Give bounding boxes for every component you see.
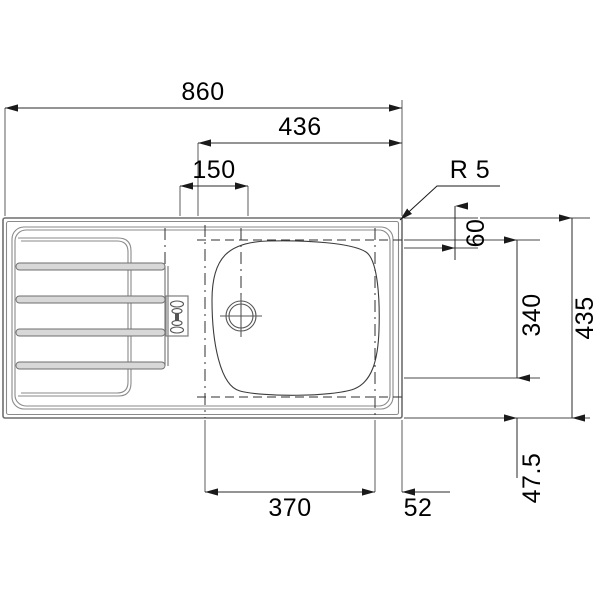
- bowl-drain-group: [220, 295, 262, 337]
- radius-leader-line: [399, 185, 500, 221]
- overflow-strainer-detail: [165, 295, 189, 337]
- drainer-rib: [15, 262, 166, 271]
- drainer-rib: [15, 361, 166, 370]
- sink-outer-edge: [2, 217, 403, 419]
- dimension-label-435: 435: [571, 296, 599, 339]
- sink-body-group: [2, 217, 403, 419]
- dimension-340: 340: [504, 236, 546, 382]
- radius-callout-group: R 5: [399, 156, 500, 221]
- dimension-label-60: 60: [462, 219, 490, 248]
- bowl-outline: [211, 240, 380, 396]
- dimension-label-150: 150: [192, 156, 235, 184]
- dimension-60: 60: [442, 202, 490, 260]
- radius-label-r5: R 5: [450, 156, 490, 184]
- dimension-label-47-5: 47.5: [518, 453, 546, 504]
- sink-ledge-line: [11, 226, 394, 410]
- dimension-label-436: 436: [278, 113, 321, 141]
- drainer-rib: [15, 328, 166, 337]
- dimension-label-52: 52: [404, 494, 433, 522]
- dimension-label-340: 340: [518, 293, 546, 336]
- dimension-47-5: 47.5: [504, 414, 546, 504]
- dimension-436: 436: [198, 113, 402, 147]
- dimension-435: 435: [559, 214, 599, 422]
- dimension-52: 52: [402, 488, 450, 522]
- dimension-860: 860: [5, 78, 402, 112]
- sink-outer-edge-inner: [5, 220, 400, 416]
- drainer-outline: [18, 237, 132, 397]
- construction-lines-group: [164, 225, 402, 418]
- drainer-board-group: [15, 237, 189, 397]
- dimension-370: 370: [205, 488, 375, 522]
- sink-bowl-group: [211, 240, 380, 396]
- dimension-150: 150: [180, 156, 248, 190]
- sink-ledge-line-inner: [14, 229, 391, 407]
- dimension-label-860: 860: [181, 78, 224, 106]
- dimension-label-370: 370: [268, 494, 311, 522]
- drainer-outline-inner: [21, 240, 129, 394]
- drainer-rib: [15, 295, 166, 304]
